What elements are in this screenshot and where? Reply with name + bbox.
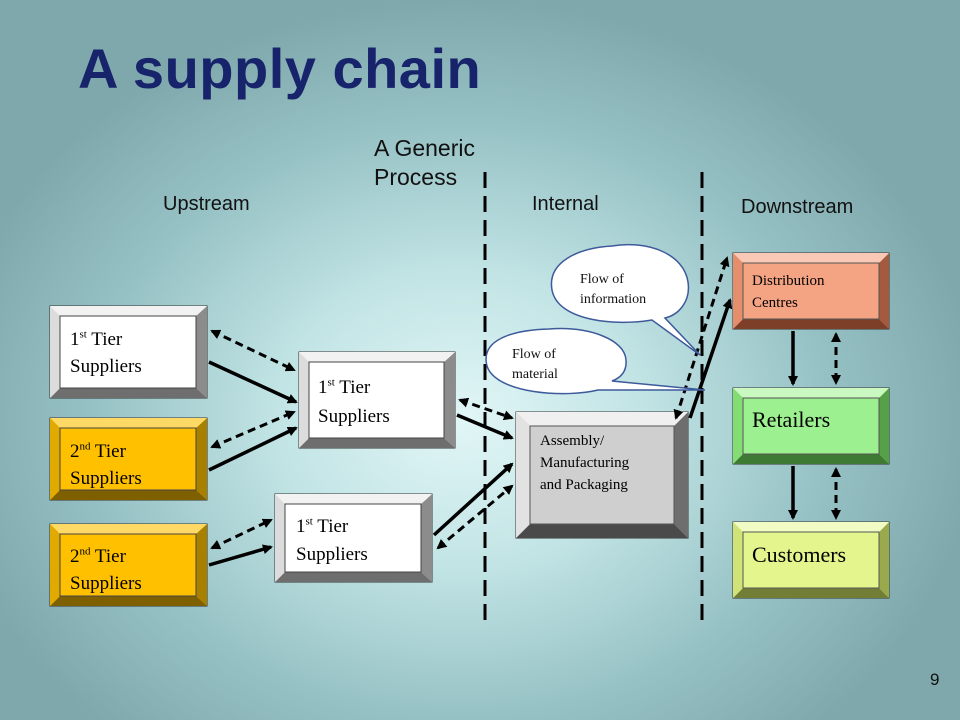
box-customers <box>732 521 890 599</box>
info-arrow-far2-mid1 <box>210 410 296 449</box>
far-supplier-3-num: 2 <box>70 546 80 567</box>
far-supplier-3-ord: nd <box>79 545 91 558</box>
far-supplier-1-tier: Tier <box>91 329 123 350</box>
material-arrow-mid2-assembly <box>432 462 514 537</box>
mid-supplier-2-num: 1 <box>296 516 306 537</box>
info-arrow-far1-mid1 <box>210 329 296 372</box>
internal-label: Internal <box>532 193 599 215</box>
mid-supplier-2-ord: st <box>305 515 313 528</box>
box-far-supplier-2 <box>49 417 208 501</box>
assembly-line3: and Packaging <box>540 477 628 493</box>
box-far-supplier-3 <box>49 523 208 607</box>
far-supplier-2-label: 2nd Tier Suppliers <box>70 438 142 492</box>
downstream-label: Downstream <box>741 196 854 218</box>
box-mid-supplier-1 <box>298 351 456 449</box>
information-callout-bubble <box>550 243 701 356</box>
material-callout-bubble <box>485 327 706 395</box>
box-mid-supplier-2 <box>274 493 433 583</box>
distribution-line1: Distribution <box>752 273 825 289</box>
generic-process-line1: A Generic <box>374 135 475 161</box>
far-supplier-3-label: 2nd Tier Suppliers <box>70 543 142 597</box>
material-arrow-far1-mid1 <box>208 360 298 404</box>
customers-label: Customers <box>752 542 847 567</box>
info-arrow-mid2-assembly <box>436 484 514 550</box>
mid-supplier-2-tier: Tier <box>317 516 349 537</box>
box-distribution <box>732 252 890 330</box>
upstream-label: Upstream <box>163 193 250 215</box>
far-supplier-2-tier: Tier <box>94 441 126 462</box>
retailers-label: Retailers <box>752 407 831 432</box>
box-assembly <box>515 411 689 539</box>
assembly-line1: Assembly/ <box>540 433 605 449</box>
far-supplier-1-line2: Suppliers <box>70 356 142 377</box>
distribution-label: Distribution Centres <box>752 270 825 314</box>
material-callout-line2: material <box>512 367 558 382</box>
mid-supplier-1-num: 1 <box>318 377 328 398</box>
mid-supplier-1-ord: st <box>327 376 335 389</box>
info-arrow-far3-mid2 <box>210 518 273 550</box>
material-callout-text: Flow of material <box>512 345 558 385</box>
far-supplier-1-label: 1st Tier Suppliers <box>70 326 142 380</box>
page-number: 9 <box>930 670 940 689</box>
far-supplier-1-ord: st <box>79 328 87 341</box>
material-arrow-far2-mid1 <box>208 426 298 472</box>
assembly-line2: Manufacturing <box>540 455 630 471</box>
mid-supplier-1-line2: Suppliers <box>318 406 390 427</box>
generic-process-label: A Generic Process <box>374 134 475 192</box>
material-arrow-assembly-distribution <box>688 298 733 419</box>
mid-supplier-2-line2: Suppliers <box>296 544 368 565</box>
mid-supplier-2-label: 1st Tier Suppliers <box>296 513 368 569</box>
info-arrow-assembly-distribution <box>673 256 730 420</box>
mid-supplier-1-label: 1st Tier Suppliers <box>318 373 390 431</box>
far-supplier-2-ord: nd <box>79 440 91 453</box>
info-arrow-mid1-assembly <box>458 397 514 421</box>
distribution-line2: Centres <box>752 295 798 311</box>
material-arrow-far3-mid2 <box>208 544 273 567</box>
box-far-supplier-1 <box>49 305 208 399</box>
information-callout-line1: Flow of <box>580 272 624 287</box>
generic-process-line2: Process <box>374 164 458 190</box>
far-supplier-2-num: 2 <box>70 441 80 462</box>
slide-title: A supply chain <box>78 37 482 100</box>
far-supplier-3-tier: Tier <box>94 546 126 567</box>
far-supplier-1-num: 1 <box>70 329 80 350</box>
assembly-label: Assembly/ Manufacturing and Packaging <box>540 430 629 496</box>
box-retailers <box>732 387 890 465</box>
information-callout-text: Flow of information <box>580 270 646 310</box>
information-callout-line2: information <box>580 292 647 307</box>
far-supplier-2-line2: Suppliers <box>70 468 142 489</box>
material-callout-line1: Flow of <box>512 347 556 362</box>
far-supplier-3-line2: Suppliers <box>70 573 142 594</box>
mid-supplier-1-tier: Tier <box>339 377 371 398</box>
